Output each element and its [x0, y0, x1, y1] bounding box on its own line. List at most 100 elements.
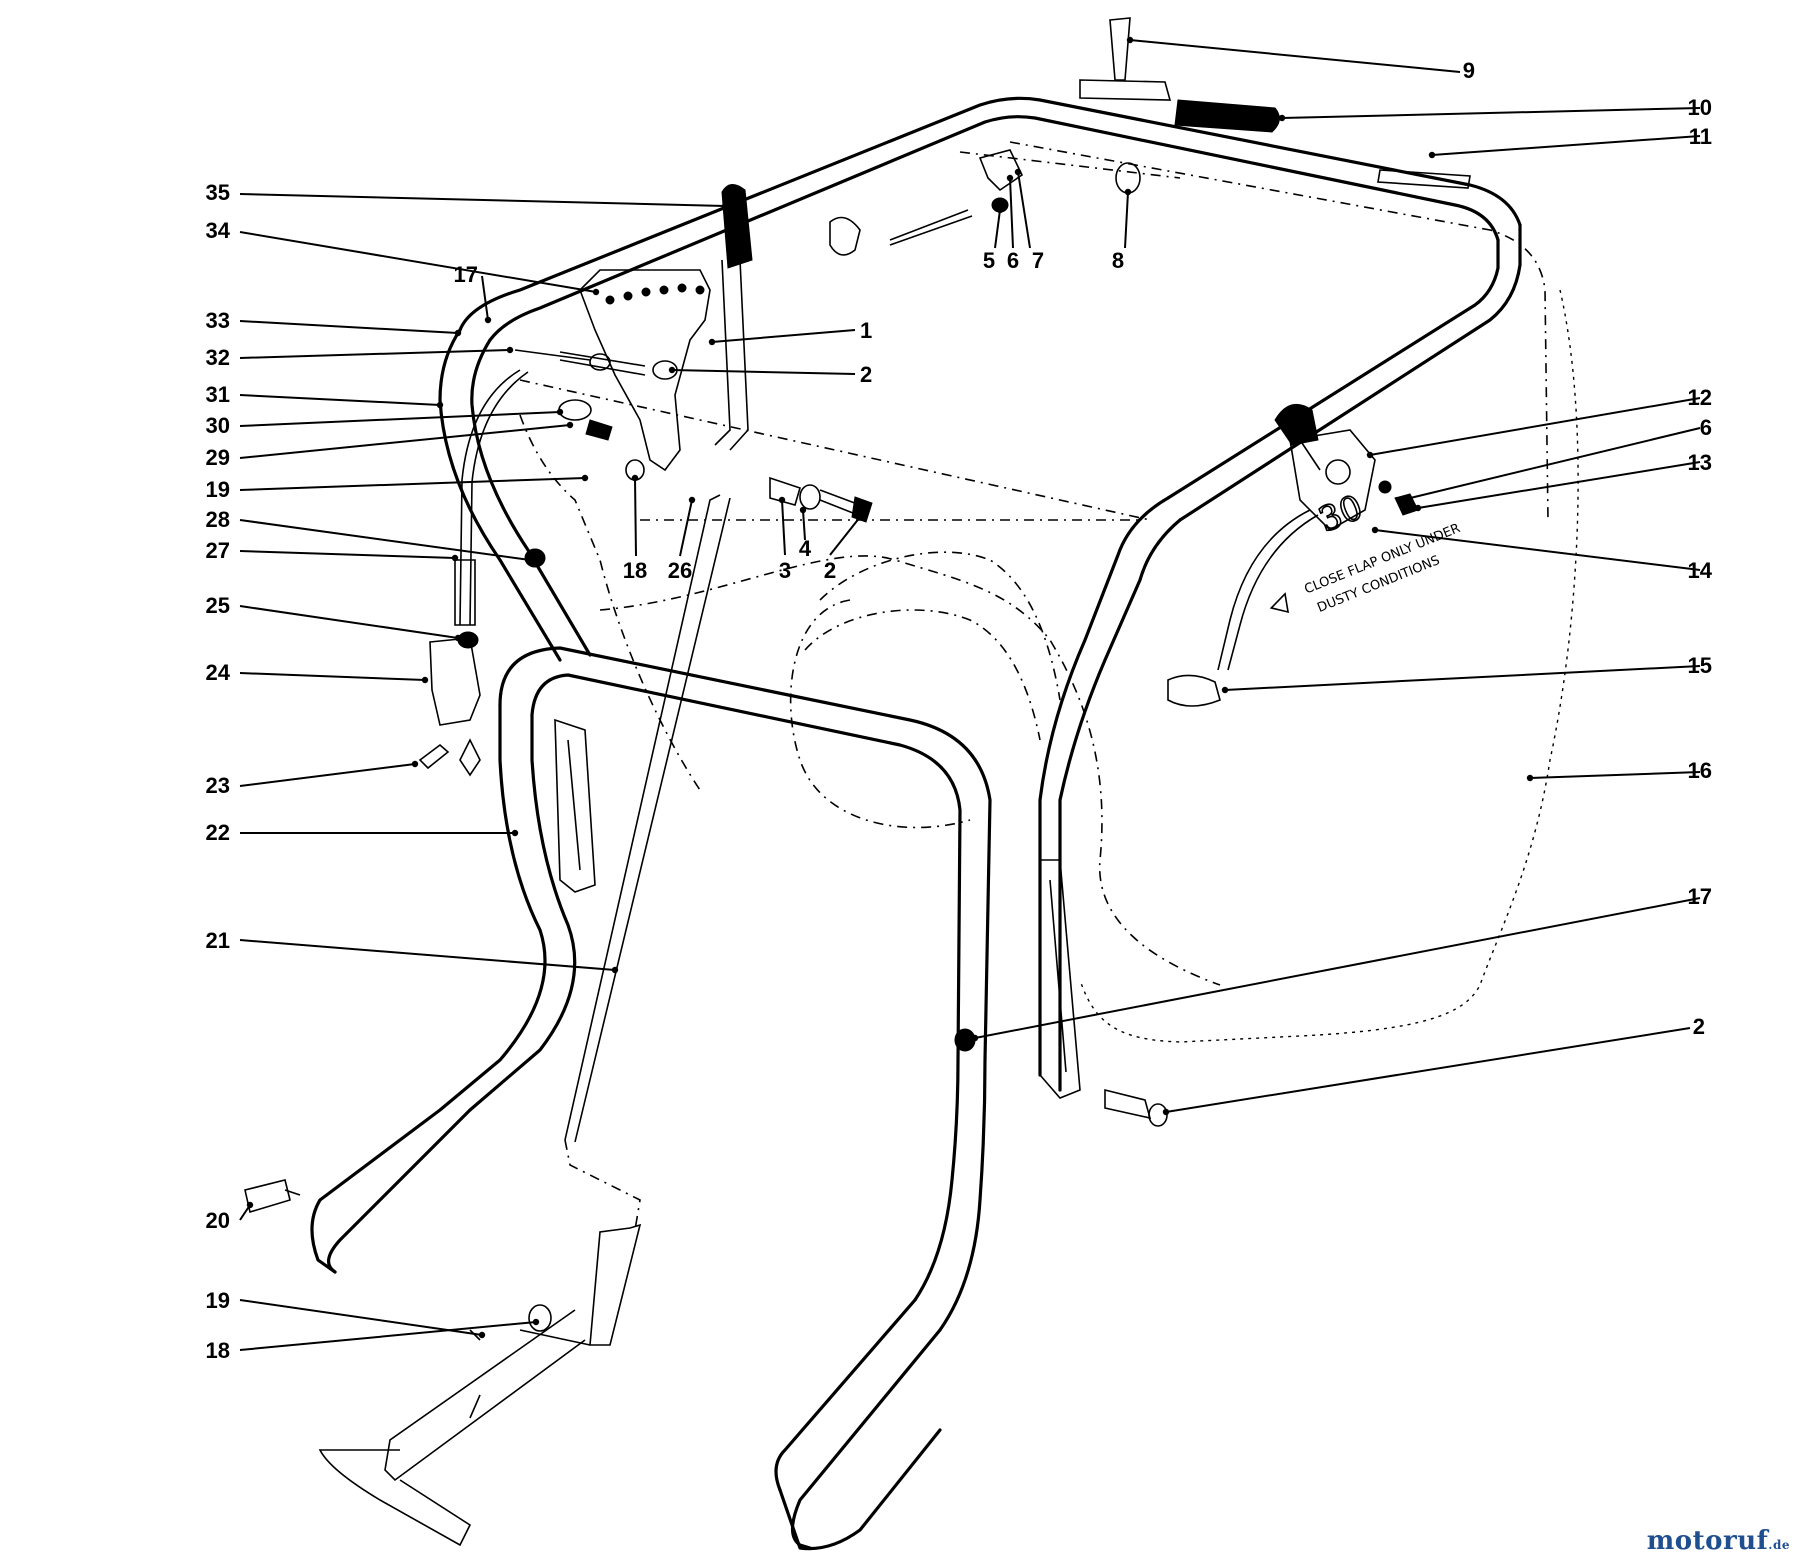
leader-line-4	[802, 509, 806, 541]
callout-27: 27	[206, 538, 230, 563]
leader-tip	[1366, 451, 1374, 459]
callout-4: 4	[799, 536, 812, 561]
leader-line-23	[239, 763, 416, 787]
chute-control	[1167, 403, 1419, 707]
callout-18b: 18	[206, 1338, 230, 1363]
leader-line-29	[239, 424, 571, 459]
callout-18a: 18	[623, 558, 647, 583]
leader-tip	[778, 496, 786, 504]
leader-line-28	[239, 519, 531, 561]
callout-28: 28	[206, 507, 230, 532]
leader-tip	[1006, 174, 1014, 182]
callout-14: 14	[1688, 558, 1713, 583]
callout-2c: 2	[824, 558, 836, 583]
leader-line-31	[239, 394, 441, 406]
leader-tip	[1162, 1108, 1170, 1116]
quadrant-holes	[605, 283, 705, 305]
callout-12: 12	[1688, 385, 1712, 410]
callout-2a: 2	[860, 362, 872, 387]
leader-line-34	[239, 231, 597, 293]
leader-tip	[799, 506, 807, 514]
leader-tip	[721, 202, 729, 210]
callout-7: 7	[1032, 248, 1044, 273]
callout-2d: 2	[824, 558, 836, 583]
leader-line-16	[1529, 771, 1701, 779]
bag-decal: 30 CLOSE FLAP ONLY UNDER DUSTY CONDITION…	[1269, 487, 1463, 616]
leader-tip	[556, 408, 564, 416]
grass-bag	[519, 141, 1579, 1043]
leader-line-35	[239, 193, 726, 207]
leader-line-5	[994, 209, 1001, 249]
callout-17a: 17	[454, 262, 478, 287]
lower-handle	[310, 646, 992, 1551]
leader-tip	[246, 1201, 254, 1209]
leader-line-21	[239, 939, 616, 971]
leader-tip	[1278, 114, 1286, 122]
leader-line-32	[239, 349, 511, 359]
leader-line-26	[679, 499, 693, 557]
leader-line-17a	[481, 275, 489, 321]
leader-tip	[1014, 168, 1022, 176]
leader-line-18b	[239, 1321, 537, 1351]
callout-19a: 19	[206, 477, 230, 502]
callout-1: 1	[860, 318, 872, 343]
leader-tip	[1398, 496, 1406, 504]
foot-fasteners	[244, 1028, 1168, 1341]
leader-tip	[1371, 526, 1379, 534]
leader-line-27	[239, 550, 456, 559]
callout-11: 11	[1689, 124, 1712, 149]
leader-line-13	[1417, 461, 1701, 509]
leader-tip	[566, 421, 574, 429]
leader-line-17b	[974, 897, 1701, 1039]
callout-33: 33	[206, 308, 230, 333]
leader-line-9	[1129, 39, 1461, 73]
callout-16: 16	[1688, 758, 1712, 783]
control-rod	[318, 494, 731, 1547]
leader-line-19a	[239, 477, 586, 491]
leader-tip	[1221, 686, 1229, 694]
leader-line-11	[1431, 135, 1701, 156]
leader-line-18a	[634, 477, 637, 557]
callout-6a: 6	[1700, 415, 1712, 440]
callout-20: 20	[206, 1208, 230, 1233]
watermark-tld: .de	[1768, 1538, 1790, 1552]
callout-labels: 1 2 2 2 2 3 4 5 6 6 7 8 9 10 11 12 13 14…	[206, 58, 1713, 1363]
leader-line-15	[1224, 665, 1701, 691]
leader-lines	[239, 36, 1701, 1351]
leader-tip	[484, 316, 492, 324]
leader-tip	[668, 366, 676, 374]
leader-tip	[478, 1331, 486, 1339]
leader-line-1	[711, 329, 856, 343]
callout-13: 13	[1688, 450, 1712, 475]
leader-line-7	[1017, 171, 1031, 249]
adjust-quadrant	[514, 184, 753, 472]
leader-tip	[631, 474, 639, 482]
leader-line-2d	[829, 511, 865, 556]
callout-8: 8	[1112, 248, 1124, 273]
callout-31: 31	[206, 382, 230, 407]
leader-tip	[860, 508, 868, 516]
leader-line-33	[239, 320, 459, 334]
leader-tip	[506, 346, 514, 354]
leader-tip	[996, 206, 1004, 214]
leader-line-19b	[239, 1299, 483, 1336]
leader-line-6b	[1009, 177, 1014, 249]
leader-line-12	[1369, 397, 1701, 456]
callout-17b: 17	[1688, 884, 1712, 909]
callout-19b: 19	[206, 1288, 230, 1313]
leader-tip	[1428, 151, 1436, 159]
bag-chute	[804, 551, 1061, 741]
top-hardware	[829, 17, 1280, 256]
watermark-logo: motoruf.de	[1647, 1526, 1790, 1556]
leader-line-24	[239, 672, 426, 681]
leader-line-6a	[1401, 427, 1701, 501]
leader-tip	[526, 556, 534, 564]
callout-35: 35	[206, 180, 230, 205]
watermark-brand: motoruf	[1646, 1526, 1769, 1556]
callout-15: 15	[1688, 653, 1712, 678]
leader-tip	[611, 966, 619, 974]
leader-tip	[436, 401, 444, 409]
leader-tip	[411, 760, 419, 768]
leader-line-10	[1281, 107, 1701, 119]
callout-24: 24	[206, 660, 231, 685]
